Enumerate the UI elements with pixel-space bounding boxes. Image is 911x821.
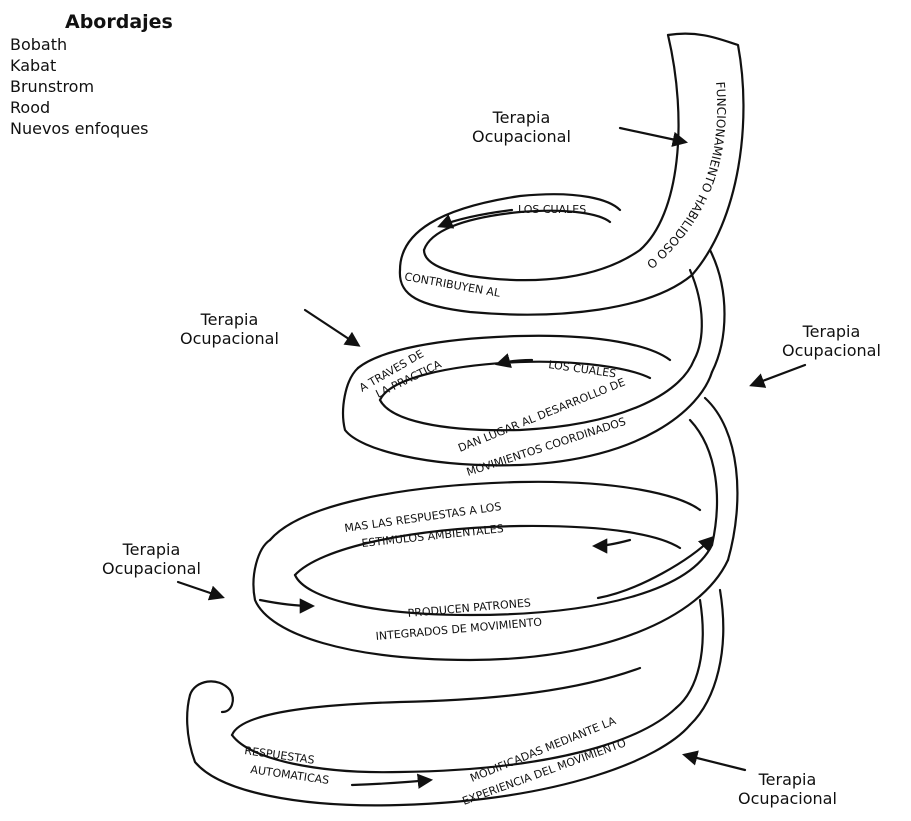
legend-item-kabat: Kabat xyxy=(10,56,57,75)
flow-arrow-estimulos xyxy=(591,538,632,554)
legend-item-rood: Rood xyxy=(10,98,51,117)
ribbon-right-2-inner xyxy=(688,418,719,547)
terapia-arrow-3 xyxy=(749,363,807,388)
ribbon-3-back-lower xyxy=(293,524,682,577)
text-contribuyen: CONTRIBUYEN AL xyxy=(403,270,501,300)
ribbon-4-inner-front xyxy=(230,706,678,774)
text-producen-2: INTEGRADOS DE MOVIMIENTO xyxy=(375,615,543,643)
terapia-label-2: Terapia Ocupacional xyxy=(180,310,279,348)
ribbon-2-inner-front xyxy=(378,358,696,432)
flow-arrow-los-cuales-mid xyxy=(495,353,534,369)
ribbon-3-back-upper xyxy=(268,480,702,542)
flow-arrow-los-cuales-top xyxy=(437,208,514,229)
terapia-label-4-line1: Terapia xyxy=(122,540,181,559)
ribbon-bottom-curl xyxy=(188,680,234,714)
text-producen-1: PRODUCEN PATRONES xyxy=(407,596,531,620)
ribbon-right-1-inner xyxy=(688,268,703,362)
ribbon-right-1-outer xyxy=(708,248,726,374)
legend-item-nuevos-enfoques: Nuevos enfoques xyxy=(10,119,149,138)
terapia-label-5: Terapia Ocupacional xyxy=(738,770,837,808)
terapia-label-2-line2: Ocupacional xyxy=(180,329,279,348)
flow-arrow-respuestas xyxy=(350,773,434,789)
ribbon-top-inner-edge xyxy=(422,33,680,282)
ribbon-2-back-lower xyxy=(378,360,652,402)
terapia-label-2-line1: Terapia xyxy=(200,310,259,329)
terapia-label-1-line2: Ocupacional xyxy=(472,127,571,146)
terapia-label-4-line2: Ocupacional xyxy=(102,559,201,578)
text-los-cuales-top: LOS CUALES xyxy=(518,203,586,216)
terapia-label-1-line1: Terapia xyxy=(492,108,551,127)
ribbon-3-inner-front xyxy=(293,543,714,617)
ribbon-right-2-outer xyxy=(703,396,739,562)
text-funcionamiento-path: FUNCIONAMIENTO HABILIDOSO O COMPETENTE xyxy=(0,0,728,274)
ribbon-2-outer-front xyxy=(342,366,714,467)
terapia-label-3-line2: Ocupacional xyxy=(782,341,881,360)
ribbon-top-back-upper xyxy=(398,193,622,272)
ribbon-right-3-inner xyxy=(674,598,704,710)
terapia-label-5-line1: Terapia xyxy=(758,770,817,789)
ribbon-right-3-outer xyxy=(688,588,725,727)
legend-title: Abordajes xyxy=(65,11,173,33)
text-automaticas: AUTOMATICAS xyxy=(250,763,330,787)
approaches-legend: Abordajes Bobath Kabat Brunstrom Rood Nu… xyxy=(10,10,173,139)
flow-arrow-producen-left xyxy=(258,598,316,614)
terapia-label-3: Terapia Ocupacional xyxy=(782,322,881,360)
legend-item-brunstrom: Brunstrom xyxy=(10,77,95,96)
terapia-label-5-line2: Ocupacional xyxy=(738,789,837,808)
terapia-arrow-4 xyxy=(176,580,225,601)
terapia-label-4: Terapia Ocupacional xyxy=(102,540,201,578)
terapia-label-3-line1: Terapia xyxy=(802,322,861,341)
ribbon-3-outer-front xyxy=(252,538,730,662)
ribbon-2-back-upper xyxy=(356,334,672,370)
ribbon-4-upper-edge xyxy=(230,666,642,737)
ribbon-4-outer-front xyxy=(186,693,692,807)
terapia-arrow-5 xyxy=(682,750,747,772)
text-movimientos: MOVIMIENTOS COORDINADOS xyxy=(465,415,628,479)
terapia-arrow-1 xyxy=(618,126,689,147)
text-los-cuales-mid: LOS CUALES xyxy=(548,358,617,380)
text-funcionamiento: FUNCIONAMIENTO HABILIDOSO O COMPETENTE xyxy=(0,0,728,274)
terapia-arrow-2 xyxy=(303,308,361,347)
flow-arrow-producen-right xyxy=(596,535,715,600)
ribbon-top-back-lower xyxy=(422,209,612,252)
legend-item-bobath: Bobath xyxy=(10,35,68,54)
terapia-label-1: Terapia Ocupacional xyxy=(472,108,571,146)
